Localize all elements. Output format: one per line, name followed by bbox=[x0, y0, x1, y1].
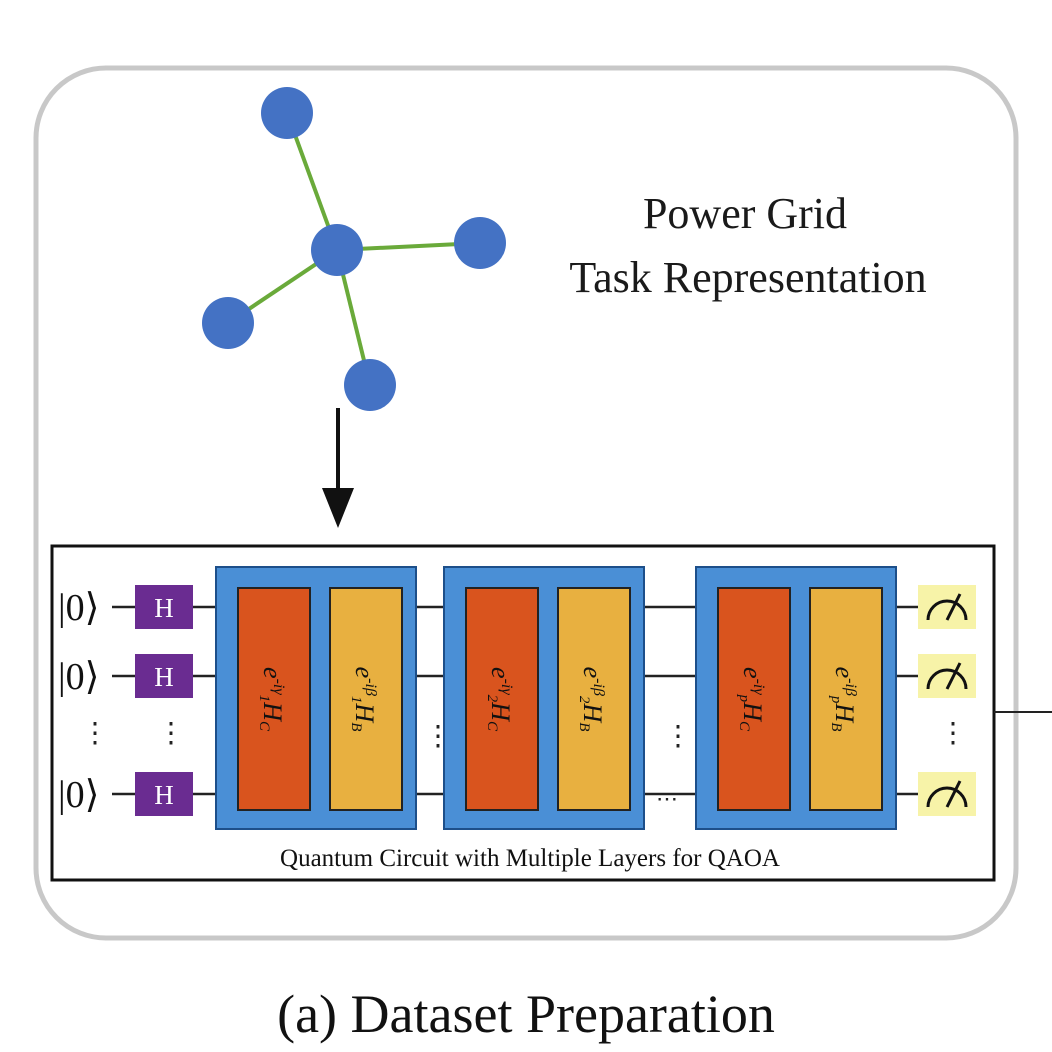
ket-zero: |0⟩ bbox=[58, 774, 99, 816]
mixer-subscript: 2 bbox=[576, 696, 592, 704]
svg-text:⋮: ⋮ bbox=[939, 718, 967, 749]
cost-subscript: 1 bbox=[256, 695, 272, 703]
mixer-gate bbox=[329, 587, 403, 811]
svg-text:⋮: ⋮ bbox=[81, 718, 109, 749]
cost-gate bbox=[717, 587, 791, 811]
mixer-subscript: 1 bbox=[348, 696, 364, 704]
measure-icon bbox=[918, 654, 976, 698]
graph-nodes bbox=[202, 87, 506, 411]
hadamard-gate bbox=[135, 585, 193, 629]
svg-text:⋮: ⋮ bbox=[157, 718, 185, 749]
svg-text:⋮: ⋮ bbox=[664, 721, 692, 752]
graph-node bbox=[261, 87, 313, 139]
measure-icon bbox=[918, 772, 976, 816]
circuit-caption: Quantum Circuit with Multiple Layers for… bbox=[280, 845, 780, 872]
cost-subscript: 2 bbox=[484, 695, 500, 703]
hadamard-gates: H H H ⋮ bbox=[135, 585, 193, 816]
hadamard-label: H bbox=[154, 593, 174, 623]
down-arrow-icon bbox=[322, 408, 354, 528]
hadamard-gate bbox=[135, 772, 193, 816]
svg-text:e-iβ2HB: e-iβ2HB bbox=[576, 667, 607, 732]
graph-node bbox=[202, 297, 254, 349]
ket-zero: |0⟩ bbox=[58, 587, 99, 629]
hadamard-label: H bbox=[154, 780, 174, 810]
cost-subscript: p bbox=[736, 694, 752, 703]
measure-icon bbox=[918, 585, 976, 629]
mixer-gate bbox=[809, 587, 883, 811]
svg-text:⋮: ⋮ bbox=[424, 721, 452, 752]
measurement-gates: ⋮ bbox=[918, 585, 976, 816]
qaoa-layer-p bbox=[695, 566, 897, 830]
graph-title-line2: Task Representation bbox=[569, 253, 926, 302]
cost-gate bbox=[237, 587, 311, 811]
svg-text:⋯: ⋯ bbox=[656, 786, 678, 811]
hadamard-label: H bbox=[154, 662, 174, 692]
ket-zero: |0⟩ bbox=[58, 656, 99, 698]
mixer-subscript: p bbox=[828, 695, 844, 704]
hadamard-gate bbox=[135, 654, 193, 698]
graph-node bbox=[344, 359, 396, 411]
svg-text:e-iβpHB: e-iβpHB bbox=[828, 667, 859, 732]
initial-states: |0⟩ |0⟩ |0⟩ ⋮ bbox=[58, 587, 109, 816]
graph-node bbox=[311, 224, 363, 276]
graph-title-line1: Power Grid bbox=[643, 189, 847, 238]
qaoa-layer-1 bbox=[215, 566, 417, 830]
cost-gate bbox=[465, 587, 539, 811]
graph-node bbox=[454, 217, 506, 269]
figure-caption: (a) Dataset Preparation bbox=[277, 984, 775, 1044]
qaoa-layer-2 bbox=[443, 566, 645, 830]
mixer-gate bbox=[557, 587, 631, 811]
